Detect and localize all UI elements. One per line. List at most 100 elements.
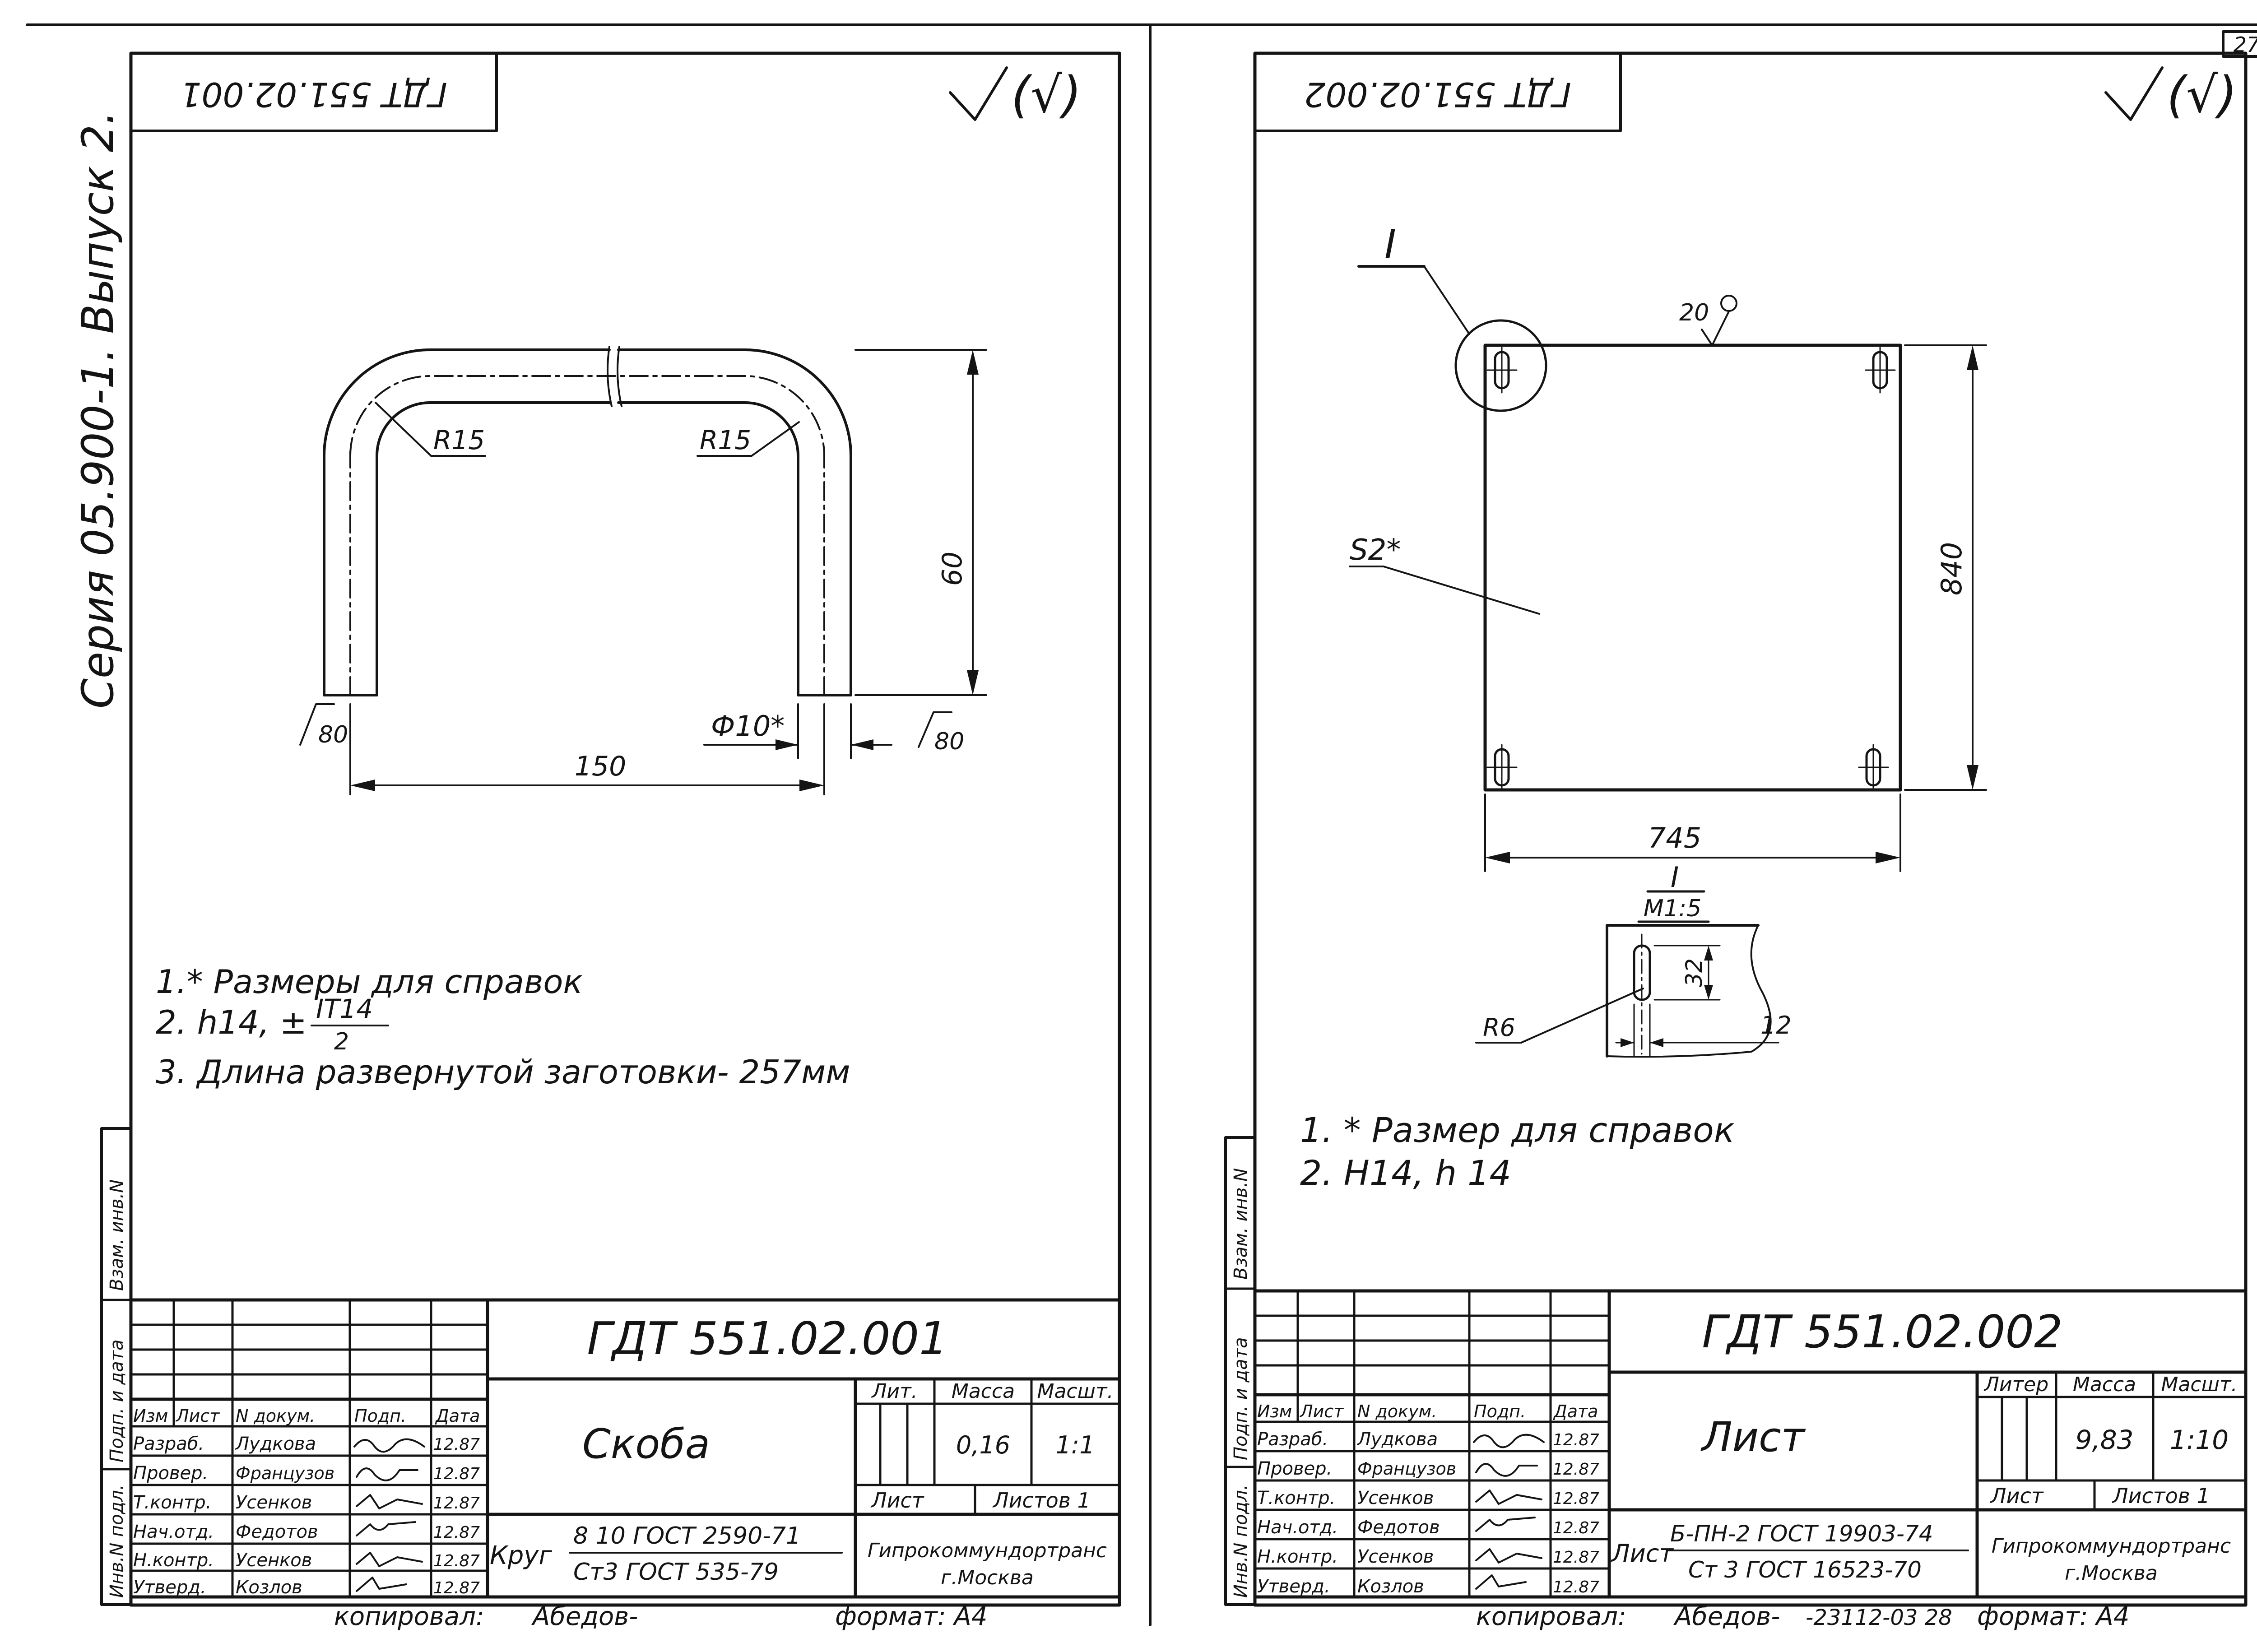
- sheet2-lists-label: Листов 1: [2112, 1484, 2210, 1508]
- sheet2-role-0: Разраб.: [1257, 1429, 1328, 1450]
- sheet2-notes: 1. * Размер для справок 2. Н14, h 14: [1300, 1110, 1735, 1193]
- sheet1-org-1: Гипрокоммундортранс: [868, 1539, 1107, 1562]
- sheet2-date-3: 12.87: [1553, 1519, 1599, 1537]
- sheet1-stamp: ГДТ 551.02.001: [180, 74, 447, 113]
- sheet2-org-2: г.Москва: [2065, 1562, 2158, 1585]
- sheet1-roughness-check-icon: [949, 66, 1008, 121]
- sheet2-note-1: 1. * Размер для справок: [1300, 1110, 1735, 1150]
- sheet2-material-bottom: Ст 3 ГОСТ 16523-70: [1688, 1557, 1922, 1583]
- sheet1-note-2-fraction-bottom: 2: [334, 1028, 349, 1055]
- sheet2-role-5: Утверд.: [1257, 1576, 1330, 1597]
- sheet1-copier-signature: Абедов-: [531, 1602, 638, 1631]
- sheet1-list-label: Лист: [870, 1488, 924, 1513]
- sheet1-name-5: Козлов: [236, 1577, 302, 1598]
- sheet2-name-1: Французов: [1357, 1459, 1456, 1479]
- sheet2-name-5: Козлов: [1357, 1576, 1424, 1597]
- sheet2-copy-extra: -23112-03 28: [1806, 1605, 1952, 1630]
- sheet2-note-2: 2. Н14, h 14: [1300, 1153, 1511, 1193]
- plate-slot-bottom-right: [1858, 744, 1889, 791]
- sheet2-lit-label: Литер: [1983, 1373, 2048, 1396]
- sheet1-hdr-doc: N докум.: [236, 1406, 315, 1426]
- sheet2-material-prefix: Лист: [1611, 1539, 1674, 1568]
- sheet1-material-prefix: Круг: [490, 1541, 552, 1570]
- sheet2-name-4: Усенков: [1357, 1546, 1434, 1567]
- sheet2-name-2: Усенков: [1357, 1488, 1434, 1508]
- detail-slot-length: 32: [1681, 958, 1707, 987]
- sheet2-hdr-izm: Изм: [1257, 1401, 1292, 1421]
- sheet1-masht-label: Масшт.: [1037, 1380, 1114, 1403]
- sheet2-roughness-symbol: (√): [2167, 66, 2237, 124]
- sheet1-massa-label: Масса: [952, 1380, 1015, 1403]
- sheet1-side-sign: Подп. и дата: [107, 1340, 127, 1462]
- detail-radius: R6: [1483, 1013, 1515, 1042]
- sheet2-side-strip: Инв.N подл. Подп. и дата Взам. инв.N: [1224, 1136, 1256, 1606]
- sheet2-name-3: Федотов: [1357, 1517, 1440, 1538]
- plate-thickness: S2*: [1350, 534, 1401, 567]
- sheet1-title: Скоба: [582, 1420, 710, 1468]
- sheet1-role-1: Провер.: [133, 1463, 208, 1484]
- sheet2-stamp: ГДТ 551.02.002: [1304, 74, 1571, 113]
- sheet2-hdr-sign: Подп.: [1474, 1401, 1526, 1421]
- sheet1-date-2: 12.87: [433, 1494, 480, 1513]
- sheet1-hdr-list: Лист: [175, 1406, 220, 1426]
- sheet1-note-2-fraction-top: IT14: [316, 993, 373, 1024]
- bracket-radius-right: R15: [700, 425, 751, 455]
- sheet1-role-2: Т.контр.: [133, 1492, 211, 1513]
- sheet1-date-1: 12.87: [433, 1465, 480, 1483]
- sheet1-role-0: Разраб.: [133, 1434, 204, 1454]
- detail-slot-width: 12: [1760, 1011, 1792, 1039]
- sheet1-signatures: [353, 1438, 425, 1592]
- sheet2-copied-label: копировал:: [1476, 1602, 1626, 1631]
- sheet2-role-4: Н.контр.: [1257, 1546, 1338, 1567]
- sheet-2: ГДТ 551.02.002 (√): [1224, 51, 2248, 1631]
- sheet1-scale-value: 1:1: [1056, 1431, 1095, 1459]
- sheet1-lists-label: Листов 1: [992, 1488, 1091, 1513]
- sheet1-lit-label: Лит.: [871, 1380, 917, 1403]
- sheet1-notes: 1.* Размеры для справок 2. h14, ± IT14 2…: [156, 963, 850, 1091]
- bracket-diameter-dim: Ф10*: [711, 710, 785, 742]
- sheet1-note-2: 2. h14, ±: [156, 1003, 307, 1041]
- sheet2-date-0: 12.87: [1553, 1431, 1599, 1449]
- detail-scale: М1:5: [1644, 895, 1702, 922]
- sheet1-side-inv: Инв.N подл.: [107, 1484, 127, 1598]
- plate-slot-top-left: [1486, 347, 1518, 394]
- sheet2-mass-value: 9,83: [2075, 1425, 2133, 1455]
- sheet2-signatures: [1473, 1434, 1545, 1590]
- sheet2-role-2: Т.контр.: [1257, 1488, 1335, 1508]
- sheet2-name-0: Лудкова: [1356, 1429, 1438, 1450]
- sheet2-side-sign: Подп. и дата: [1231, 1337, 1251, 1460]
- sheet2-org-1: Гипрокоммундортранс: [1992, 1535, 2231, 1558]
- sheet1-date-4: 12.87: [433, 1552, 480, 1570]
- sheet1-roughness-symbol: (√): [1011, 66, 1082, 124]
- sheet2-side-vzam: Взам. инв.N: [1231, 1168, 1251, 1280]
- plate-slot-bottom-left: [1486, 744, 1518, 791]
- sheet1-side-vzam: Взам. инв.N: [107, 1179, 127, 1291]
- detail-view: 32 12 R6: [1475, 924, 1792, 1058]
- sheet2-hdr-date: Дата: [1553, 1401, 1598, 1421]
- sheet2-date-5: 12.87: [1553, 1578, 1599, 1596]
- sheet2-title: Лист: [1700, 1414, 1806, 1461]
- plate-slot-top-right: [1865, 347, 1896, 394]
- sheet1-hdr-date: Дата: [435, 1406, 480, 1426]
- sheet2-massa-label: Масса: [2073, 1373, 2136, 1396]
- sheet2-code: ГДТ 551.02.002: [1702, 1305, 2062, 1358]
- sheet2-roughness-check-icon: [2104, 66, 2164, 121]
- sheet1-name-2: Усенков: [236, 1492, 312, 1513]
- sheet1-name-4: Усенков: [236, 1550, 312, 1571]
- sheet2-format: формат: А4: [1977, 1602, 2129, 1631]
- detail-label: I: [1671, 861, 1679, 894]
- sheet1-note-1: 1.* Размеры для справок: [156, 963, 583, 1001]
- sheet1-code: ГДТ 551.02.001: [587, 1312, 947, 1365]
- sheet1-material-top: 8 10 ГОСТ 2590-71: [573, 1522, 801, 1550]
- sheet2-masht-label: Масшт.: [2161, 1373, 2238, 1396]
- sheet2-title-block: ГДТ 551.02.002 Лист Литер Масса Масшт. 9…: [1253, 1289, 2248, 1599]
- plate-height-dim: 840: [1935, 542, 1968, 595]
- sheet2-date-1: 12.87: [1553, 1460, 1599, 1479]
- sheet1-note-3: 3. Длина развернутой заготовки- 257мм: [156, 1053, 850, 1091]
- sheet2-material-top: Б-ПН-2 ГОСТ 19903-74: [1670, 1521, 1933, 1547]
- sheet1-role-5: Утверд.: [133, 1577, 206, 1598]
- plate-view-circle: [1454, 319, 1547, 412]
- sheet1-name-1: Французов: [236, 1463, 334, 1483]
- sheet1-role-3: Нач.отд.: [133, 1522, 214, 1542]
- sheet1-org-2: г.Москва: [941, 1566, 1034, 1589]
